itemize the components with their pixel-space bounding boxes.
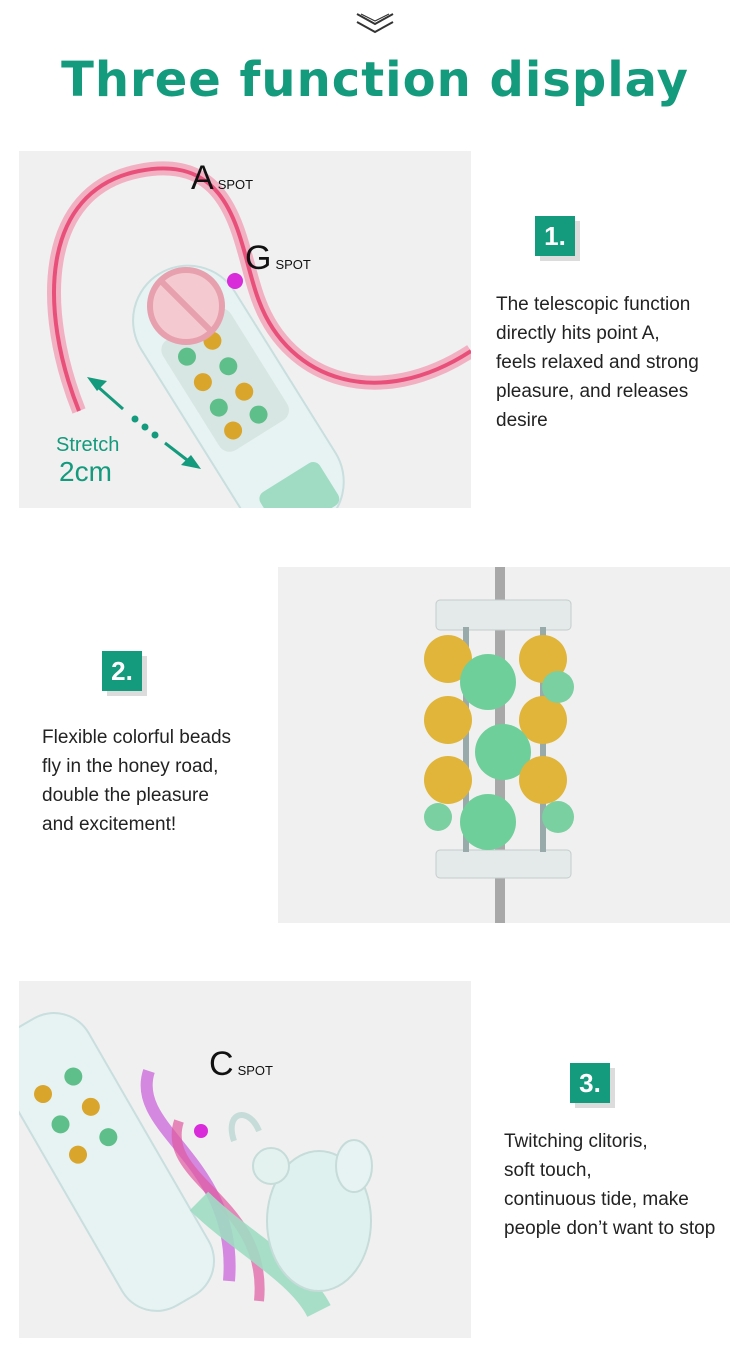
telescopic-illustration <box>47 161 471 508</box>
section-description: The telescopic function directly hits po… <box>496 294 699 431</box>
section-description: Twitching clitoris, soft touch, continuo… <box>504 1131 716 1239</box>
beads-illustration <box>424 567 574 923</box>
double-chevron-down-icon <box>356 13 394 34</box>
stretch-value: 2cm <box>59 456 112 487</box>
section-number-badge: 3. <box>570 1063 610 1103</box>
clitoral-illustration <box>19 1012 373 1318</box>
section-number-badge: 2. <box>102 651 142 691</box>
page-title: Three function display <box>61 52 689 108</box>
section-description: Flexible colorful beads fly in the honey… <box>42 727 232 835</box>
product-image-beads <box>278 567 730 923</box>
section-number-badge: 1. <box>535 216 575 256</box>
stretch-word: Stretch <box>56 434 120 456</box>
